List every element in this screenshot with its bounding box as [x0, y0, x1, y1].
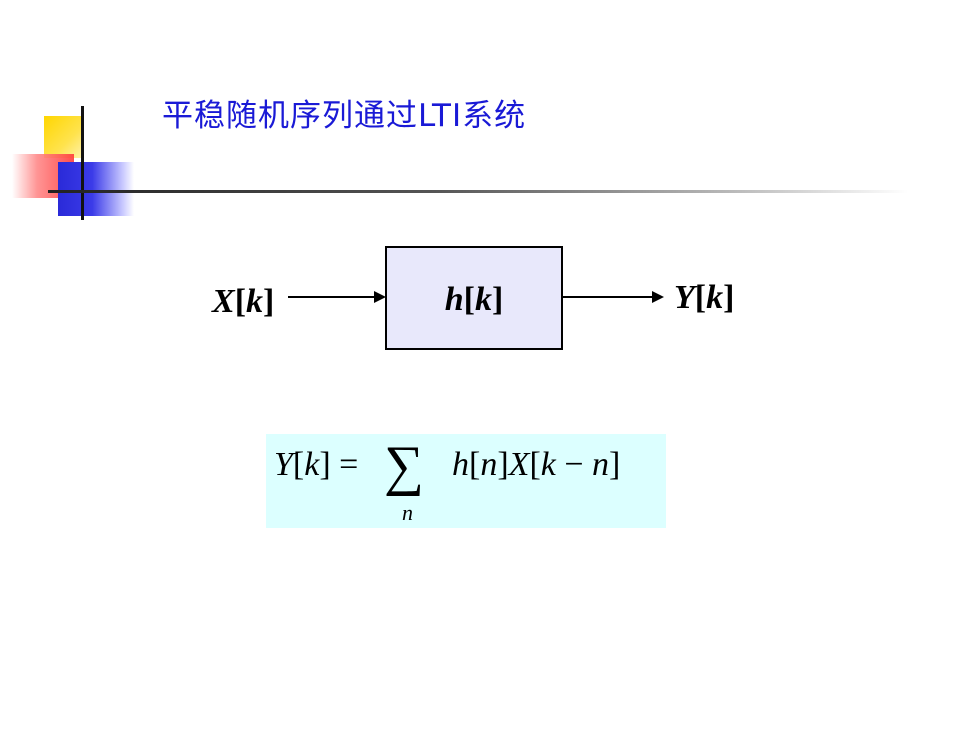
formula-term2-index-a: k — [540, 446, 556, 483]
sum-symbol: ∑ — [384, 435, 424, 497]
system-label: h[k] — [444, 281, 504, 318]
formula-term1-index: n — [480, 446, 498, 483]
input-symbol: X — [212, 283, 235, 320]
logo-yellow-square — [44, 116, 84, 158]
formula-lhs-index: k — [304, 446, 320, 483]
system-symbol: h — [444, 281, 464, 318]
output-arrow — [562, 291, 664, 303]
sum-subscript: n — [402, 500, 413, 525]
formula-term1-symbol: h — [452, 446, 469, 483]
formula-lhs-symbol: Y — [274, 446, 293, 483]
logo-blue-square — [58, 162, 134, 216]
input-arrow — [288, 291, 386, 303]
convolution-formula: Y[k] = ∑ n h[n]X[k − n] — [266, 435, 666, 525]
output-symbol: Y — [674, 279, 695, 316]
slide-title: 平稳随机序列通过LTI系统 — [162, 98, 527, 134]
system-block: h[k] — [385, 246, 563, 350]
input-index: k — [246, 283, 264, 320]
logo-vertical-line — [81, 106, 84, 220]
formula-lhs: Y[k] = — [274, 446, 359, 483]
formula-rhs: h[n]X[k − n] — [452, 446, 621, 483]
output-index: k — [706, 279, 724, 316]
system-index: k — [474, 281, 492, 318]
input-label: X[k] — [212, 283, 275, 320]
formula-minus: − — [564, 446, 584, 483]
title-underline — [48, 190, 908, 193]
formula-equals: = — [339, 446, 359, 483]
output-label: Y[k] — [674, 279, 735, 316]
formula-box: Y[k] = ∑ n h[n]X[k − n] — [266, 434, 666, 528]
formula-term2-index-b: n — [592, 446, 610, 483]
formula-term2-symbol: X — [508, 446, 530, 483]
